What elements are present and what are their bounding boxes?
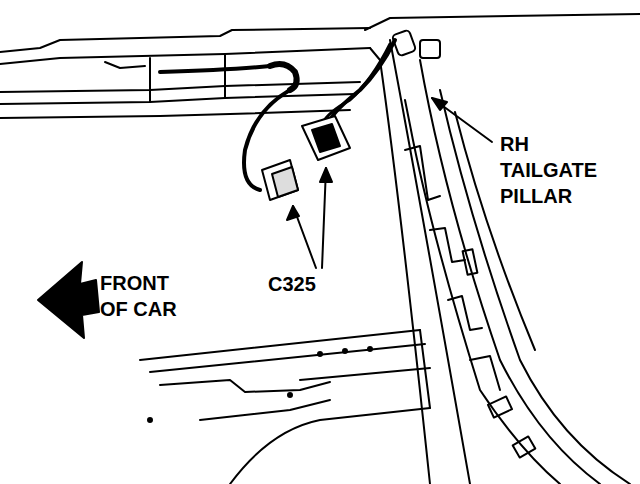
- part-name: RH TAILGATE PILLAR: [500, 131, 618, 209]
- connector-c325: [262, 116, 350, 200]
- direction-arrow: [38, 262, 99, 338]
- tailgate-pillar: [365, 14, 640, 484]
- direction-label: FRONT OF CAR: [100, 270, 186, 322]
- quarter-panel: [140, 330, 430, 484]
- connector-number: C325: [268, 271, 348, 297]
- leader-line: [287, 98, 492, 268]
